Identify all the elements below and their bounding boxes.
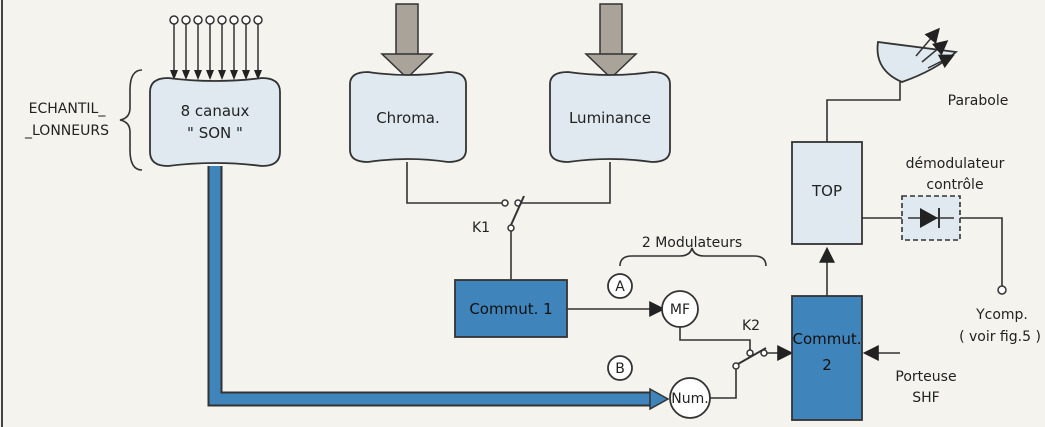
wire-top-parabole bbox=[826, 82, 901, 142]
chroma-label: Chroma. bbox=[376, 109, 440, 127]
wire-luminance-k1 bbox=[520, 162, 611, 204]
b-label: B bbox=[615, 361, 625, 377]
commut2-block bbox=[791, 295, 863, 421]
a-marker bbox=[607, 273, 633, 299]
parabole-label: Parabole bbox=[948, 93, 1009, 109]
echantil-label-2: _LONNEURS bbox=[24, 123, 109, 139]
porteuse-label-2: SHF bbox=[912, 390, 939, 406]
brace bbox=[119, 69, 143, 171]
luminance-block bbox=[549, 71, 671, 163]
mf-label: MF bbox=[670, 302, 690, 318]
son-label-2: " SON " bbox=[187, 124, 243, 142]
son-block bbox=[149, 77, 281, 167]
son-label-1: 8 canaux bbox=[181, 102, 250, 120]
luminance-input-arrow bbox=[584, 3, 638, 80]
top-block bbox=[791, 141, 863, 245]
echantil-label-1: ECHANTIL_ bbox=[29, 101, 107, 117]
a-label: A bbox=[615, 279, 625, 295]
porteuse-label-1: Porteuse bbox=[895, 369, 956, 385]
son-to-num-pipe bbox=[207, 166, 670, 411]
top-label: TOP bbox=[811, 182, 842, 200]
demod-label-1: démodulateur bbox=[906, 156, 1005, 172]
commut1-label: Commut. 1 bbox=[469, 300, 552, 318]
wire-num-k2 bbox=[710, 369, 737, 399]
chroma-block bbox=[349, 71, 467, 163]
num-label: Num. bbox=[671, 391, 708, 407]
parabole-dish-icon bbox=[876, 27, 959, 83]
k1-label: K1 bbox=[472, 220, 490, 236]
wire-mf-k2 bbox=[679, 327, 751, 350]
ycomp-label-1: Ycomp. bbox=[975, 307, 1028, 323]
k2-switch bbox=[732, 347, 768, 370]
k1-switch bbox=[501, 195, 525, 232]
luminance-label: Luminance bbox=[569, 109, 651, 127]
wire-demod-ycomp bbox=[960, 217, 1003, 286]
ycomp-label-2: ( voir fig.5 ) bbox=[959, 329, 1041, 345]
commut2-label-1: Commut. bbox=[792, 330, 861, 348]
commut2-label-2: 2 bbox=[822, 356, 832, 374]
chroma-input-arrow bbox=[380, 3, 434, 80]
wire-chroma-k1 bbox=[406, 162, 502, 204]
modulateurs-brace bbox=[619, 247, 767, 267]
demod-label-2: contrôle bbox=[926, 177, 983, 193]
modulateurs-label: 2 Modulateurs bbox=[642, 235, 742, 251]
ycomp-terminal bbox=[997, 285, 1007, 295]
son-input-arrows bbox=[169, 15, 263, 80]
b-marker bbox=[607, 355, 633, 381]
k2-label: K2 bbox=[742, 318, 760, 334]
diode-icon bbox=[901, 195, 961, 241]
